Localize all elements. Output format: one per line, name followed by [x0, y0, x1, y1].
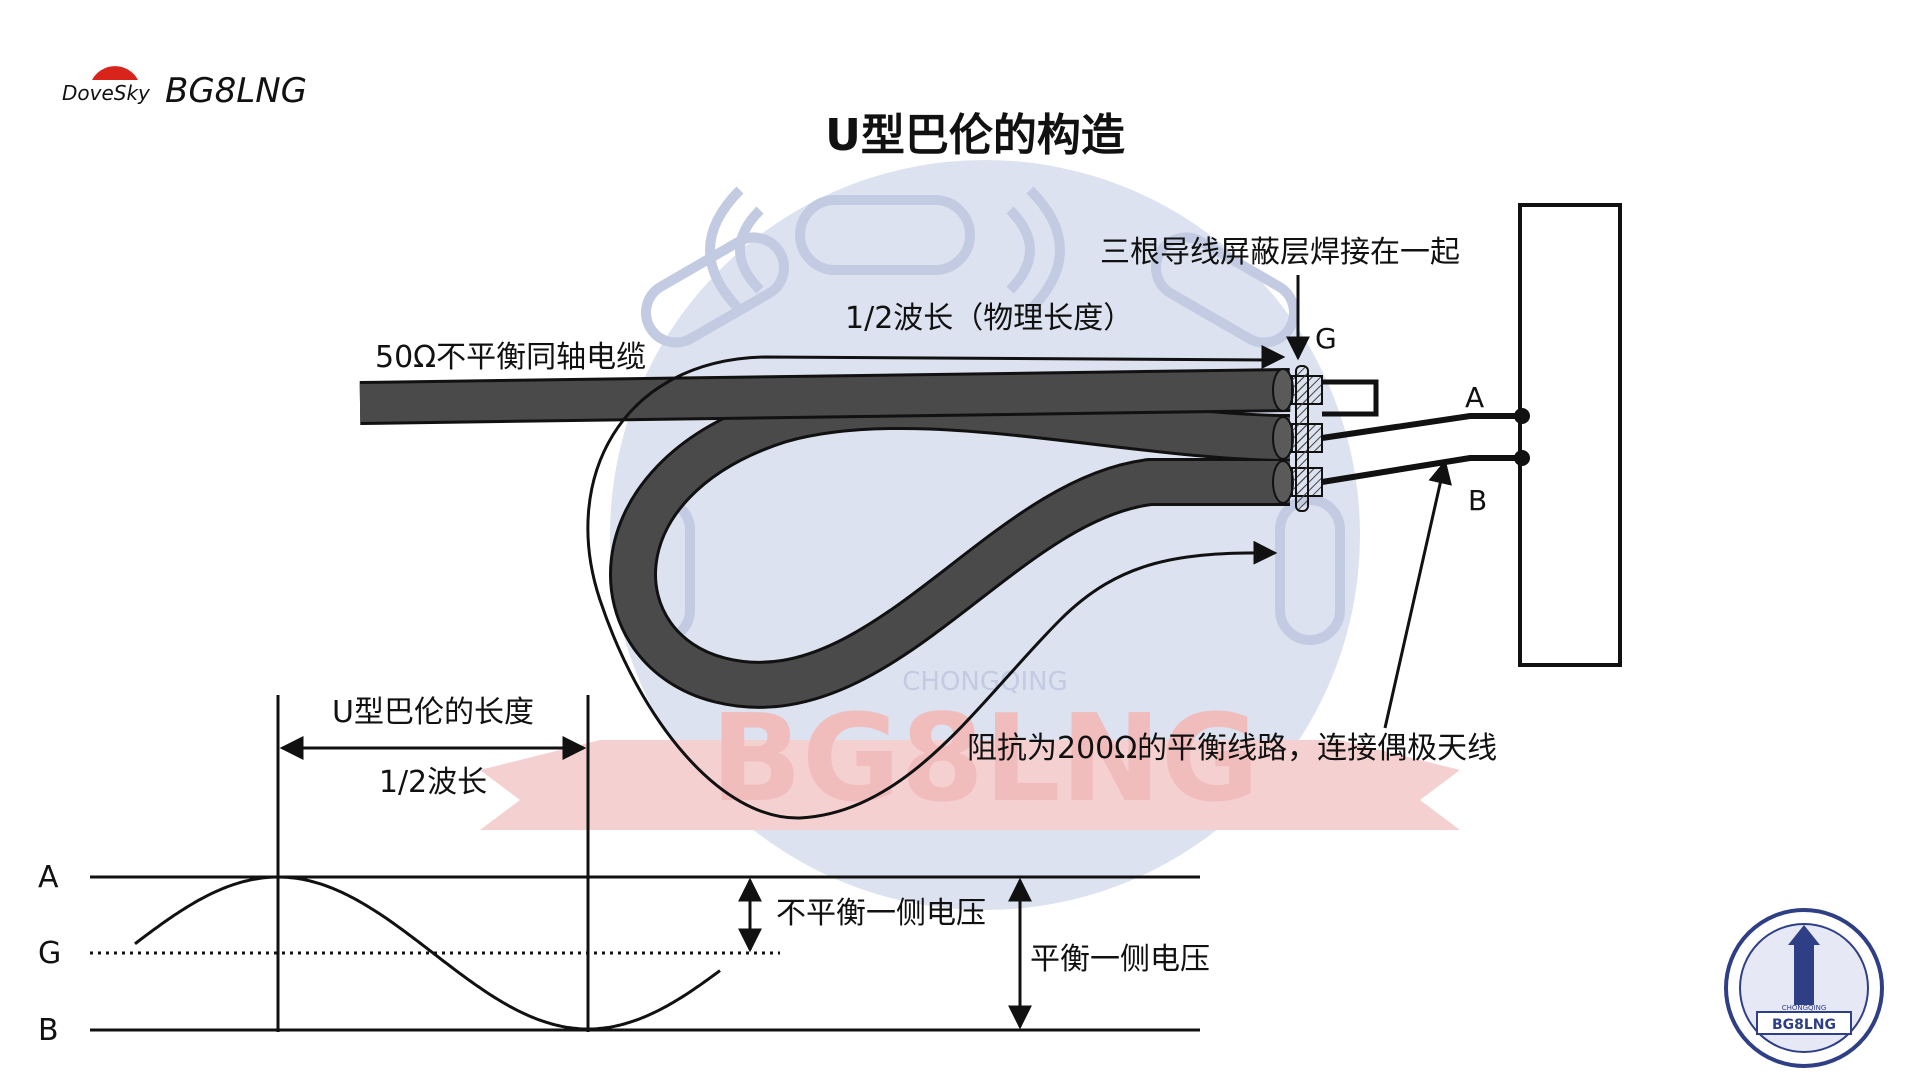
watermark: BG8LNG CHONGQING	[480, 160, 1460, 910]
script-logo: DoveSky	[62, 81, 151, 105]
unbalanced-voltage-label: 不平衡一侧电压	[776, 896, 986, 931]
badge-text: BG8LNG	[1772, 1017, 1836, 1033]
loop-conductor	[1322, 379, 1379, 417]
coax-cables	[359, 365, 1530, 709]
brand-logo: DoveSky BG8LNG	[62, 66, 307, 111]
balanced-line-label: 阻抗为200Ω的平衡线路，连接偶极天线	[967, 731, 1497, 766]
g-label: G	[1315, 322, 1337, 355]
waveform-diagram: A G B U型巴伦的长度 1/2波长 不平衡一侧电压 平衡一侧电压	[38, 695, 1210, 1048]
half-wave-label: 1/2波长	[379, 765, 487, 800]
axis-g-label: G	[38, 936, 61, 971]
callsign-logo: BG8LNG	[165, 71, 307, 111]
antenna-frame	[1518, 203, 1622, 667]
wire-b	[1321, 455, 1522, 485]
balanced-voltage-label: 平衡一侧电压	[1030, 942, 1210, 977]
terminal-a	[1514, 408, 1530, 424]
wire-a	[1321, 413, 1522, 441]
length-label: U型巴伦的长度	[332, 695, 534, 730]
watermark-city: CHONGQING	[902, 667, 1068, 697]
half-wave-physical-label: 1/2波长（物理长度）	[845, 301, 1133, 336]
terminal-b	[1514, 450, 1530, 466]
watermark-ribbon	[480, 740, 1460, 830]
watermark-signal-icons	[625, 186, 1345, 645]
a-label: A	[1465, 381, 1484, 414]
sine-wave	[134, 875, 721, 1031]
straight-coax	[359, 371, 1291, 422]
physical-length-path	[586, 355, 1278, 820]
badge-city: CHONGQING	[1782, 1004, 1827, 1012]
page-title: U型巴伦的构造	[825, 110, 1125, 161]
watermark-text: BG8LNG	[711, 690, 1260, 829]
axis-b-label: B	[38, 1013, 59, 1048]
b-label: B	[1468, 484, 1487, 517]
watermark-disc	[610, 160, 1360, 910]
shields-label: 三根导线屏蔽层焊接在一起	[1100, 235, 1460, 270]
annotations: 50Ω不平衡同轴电缆 1/2波长（物理长度） 三根导线屏蔽层焊接在一起 G A …	[375, 235, 1497, 820]
sun-icon	[92, 66, 138, 80]
axis-a-label: A	[38, 860, 59, 895]
shield-solder-band	[1295, 365, 1309, 512]
coax-label: 50Ω不平衡同轴电缆	[375, 340, 646, 375]
club-badge: BG8LNG CHONGQING	[1724, 908, 1884, 1068]
tower-icon	[1794, 945, 1814, 1005]
